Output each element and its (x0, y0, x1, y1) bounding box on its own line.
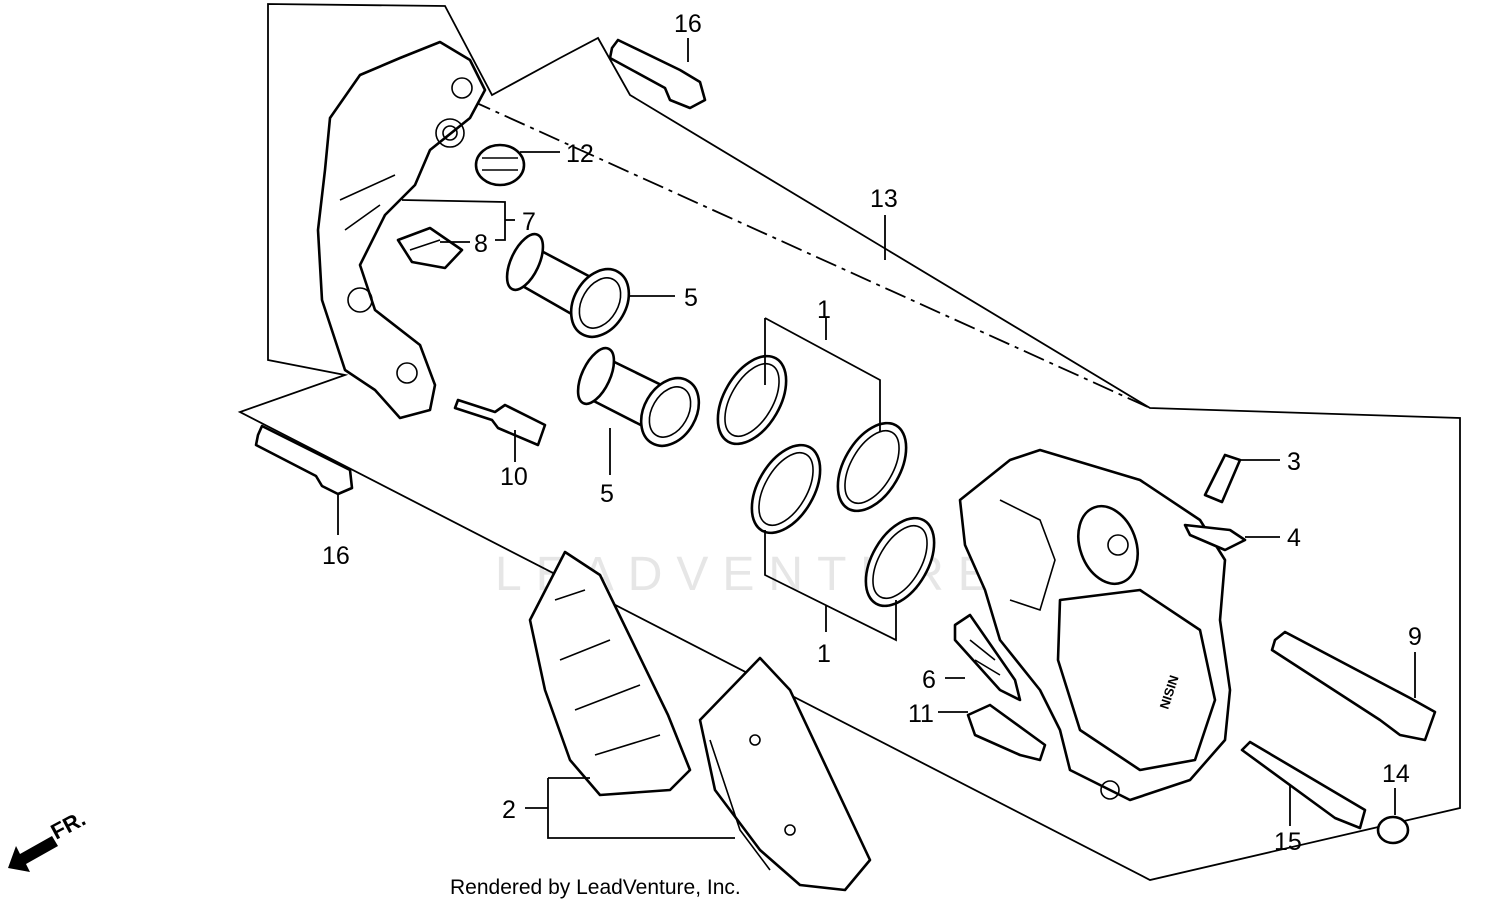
pad-spring (396, 226, 464, 270)
front-direction-marker: FR. (8, 806, 90, 872)
pin-boot (474, 143, 526, 187)
callout-13: 13 (870, 185, 898, 213)
callout-12: 12 (566, 140, 594, 168)
piston-lower (576, 346, 701, 448)
callout-16-bottom: 16 (322, 542, 350, 570)
callout-1-lower: 1 (817, 640, 831, 668)
bracket-bolt-upper (608, 38, 707, 110)
bleeder-cap (1183, 523, 1247, 552)
assembly-outline (237, 3, 1461, 881)
render-credit: Rendered by LeadVenture, Inc. (450, 876, 741, 899)
piston-seals (716, 354, 936, 608)
callout-9: 9 (1408, 623, 1422, 651)
callout-11: 11 (908, 700, 934, 728)
slide-pin (453, 398, 547, 447)
bleeder-valve (1203, 453, 1242, 504)
callout-5-lower: 5 (600, 480, 614, 508)
pin-bolt (966, 703, 1047, 762)
piston-upper (505, 232, 631, 339)
callout-4: 4 (1287, 524, 1301, 552)
front-arrow-icon (8, 836, 58, 872)
callout-8: 8 (474, 230, 488, 258)
leader-lines (337, 38, 1416, 839)
callout-10: 10 (500, 463, 528, 491)
pad-pin (1240, 740, 1367, 830)
callout-2: 2 (502, 796, 516, 824)
callout-5-upper: 5 (684, 284, 698, 312)
caliper-bracket (316, 40, 487, 420)
callout-16-top: 16 (674, 10, 702, 38)
callout-7: 7 (522, 208, 536, 236)
caliper-pin-bolt (1270, 630, 1437, 742)
callout-1-upper: 1 (817, 296, 831, 324)
brake-pad-rear (698, 656, 872, 892)
caliper-body: NISIN (958, 448, 1232, 802)
callout-6: 6 (922, 666, 936, 694)
pad-retainer (953, 613, 1022, 702)
callout-3: 3 (1287, 448, 1301, 476)
brake-pad-front (528, 550, 692, 797)
callout-14: 14 (1382, 760, 1410, 788)
pad-pin-plug (1376, 815, 1410, 845)
bracket-bolt-lower (254, 424, 354, 496)
callout-15: 15 (1274, 828, 1302, 856)
